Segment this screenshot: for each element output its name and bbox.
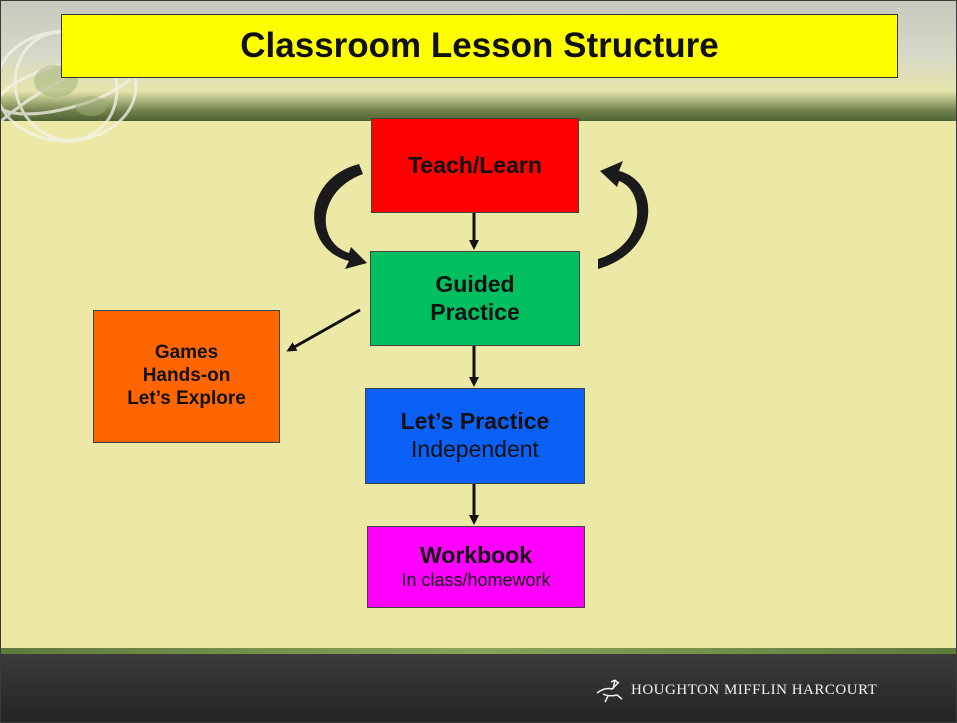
games-label-line-1: Games (154, 342, 219, 364)
arrow-guided-to-games (286, 308, 361, 352)
footer-strip (1, 648, 956, 654)
publisher-logo: HOUGHTON MIFFLIN HARCOURT (595, 675, 877, 705)
curved-arrow-left-icon (314, 164, 367, 269)
guided-practice-label-line-2: Practice (430, 298, 520, 325)
workbook-label: Workbook (419, 542, 533, 569)
workbook-sublabel: In class/homework (401, 570, 551, 590)
games-label-line-3: Let’s Explore (127, 387, 246, 409)
lets-practice-label: Let’s Practice (400, 408, 550, 435)
publisher-name: HOUGHTON MIFFLIN HARCOURT (631, 681, 878, 698)
teach-learn-box: Teach/Learn (371, 118, 579, 213)
workbook-box: Workbook In class/homework (367, 526, 585, 608)
guided-practice-label-line-1: Guided (435, 270, 515, 297)
teach-learn-label: Teach/Learn (408, 151, 542, 178)
games-label-line-2: Hands-on (142, 365, 231, 387)
footer-band (1, 654, 956, 722)
title-box: Classroom Lesson Structure (61, 14, 898, 78)
guided-practice-box: Guided Practice (370, 251, 580, 346)
slide-title: Classroom Lesson Structure (240, 26, 719, 65)
games-box: Games Hands-on Let’s Explore (93, 310, 280, 443)
lets-practice-sublabel: Independent (411, 436, 539, 462)
lets-practice-box: Let’s Practice Independent (365, 388, 585, 484)
curved-arrow-right-icon (598, 161, 649, 269)
publisher-logo-icon (596, 679, 623, 703)
